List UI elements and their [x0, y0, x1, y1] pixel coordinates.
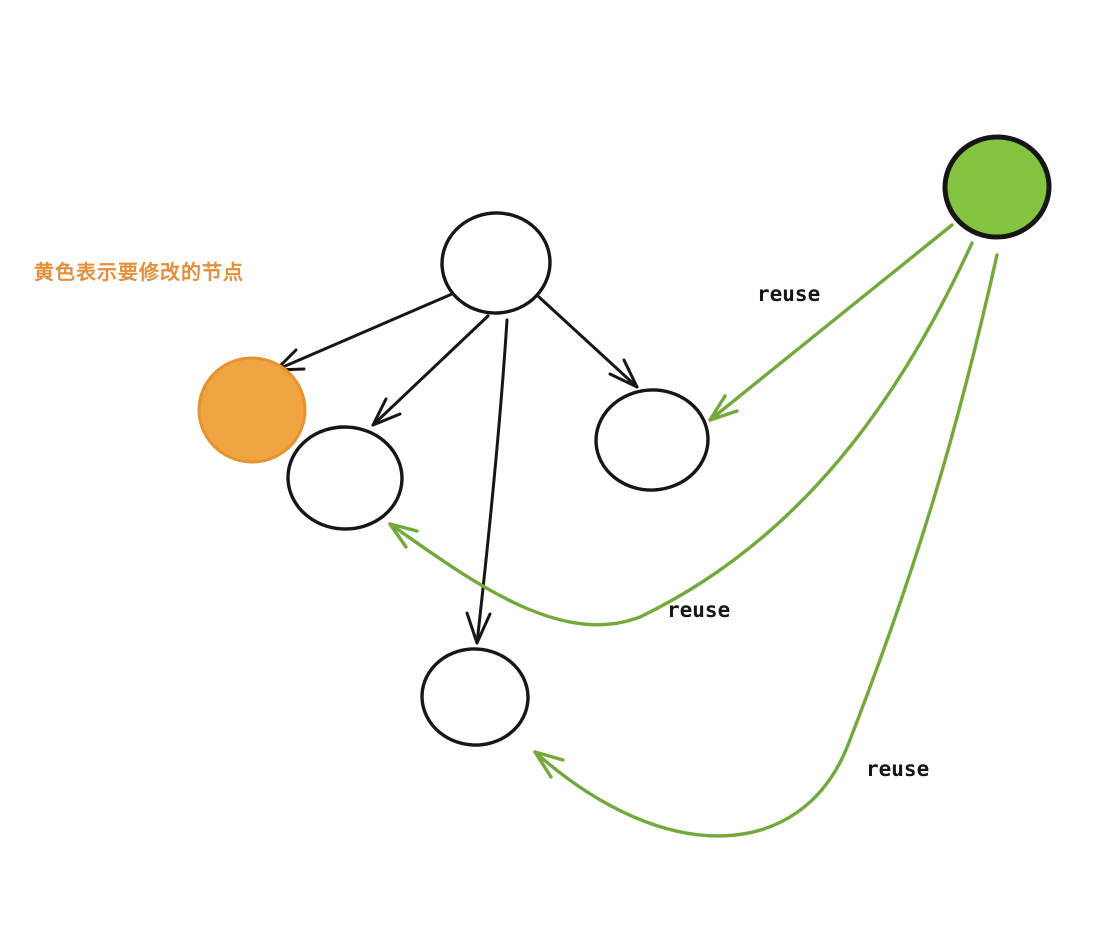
node-left-child [286, 425, 404, 531]
node-new-root-green [942, 134, 1052, 240]
reuse-edge-to-left-child-arrowhead [388, 522, 419, 549]
edge-root-to-modified [274, 292, 454, 372]
edge-root-to-bottom-child-arrowhead [465, 611, 492, 645]
reuse-edges [388, 223, 999, 838]
labels: 黄色表示要修改的节点 reuse reuse reuse [34, 260, 929, 781]
reuse-edge-to-bottom-child-arrowhead [533, 750, 565, 779]
edge-root-to-right-child-arrowhead [608, 358, 639, 389]
reuse-edge-to-left-child [388, 241, 974, 627]
reuse-label-bottom: reuse [866, 757, 929, 781]
reuse-edge-to-right-child-arrowhead [708, 394, 739, 422]
node-root [440, 211, 552, 315]
caption-yellow-node: 黄色表示要修改的节点 [34, 260, 244, 284]
node-modified-orange [197, 356, 307, 464]
tree-nodes [197, 134, 1052, 747]
edge-root-to-bottom-child [475, 318, 509, 645]
edge-root-to-left-child-arrowhead [371, 397, 402, 427]
node-right-child [594, 388, 710, 492]
reuse-label-middle: reuse [667, 598, 730, 622]
reuse-label-top: reuse [757, 282, 820, 306]
edge-root-to-right-child [537, 295, 639, 389]
reuse-edge-to-right-child [708, 223, 954, 422]
tree-edges [274, 292, 639, 645]
reuse-edge-to-bottom-child [533, 253, 999, 838]
edge-root-to-left-child [371, 314, 490, 427]
node-bottom-child [420, 647, 530, 747]
